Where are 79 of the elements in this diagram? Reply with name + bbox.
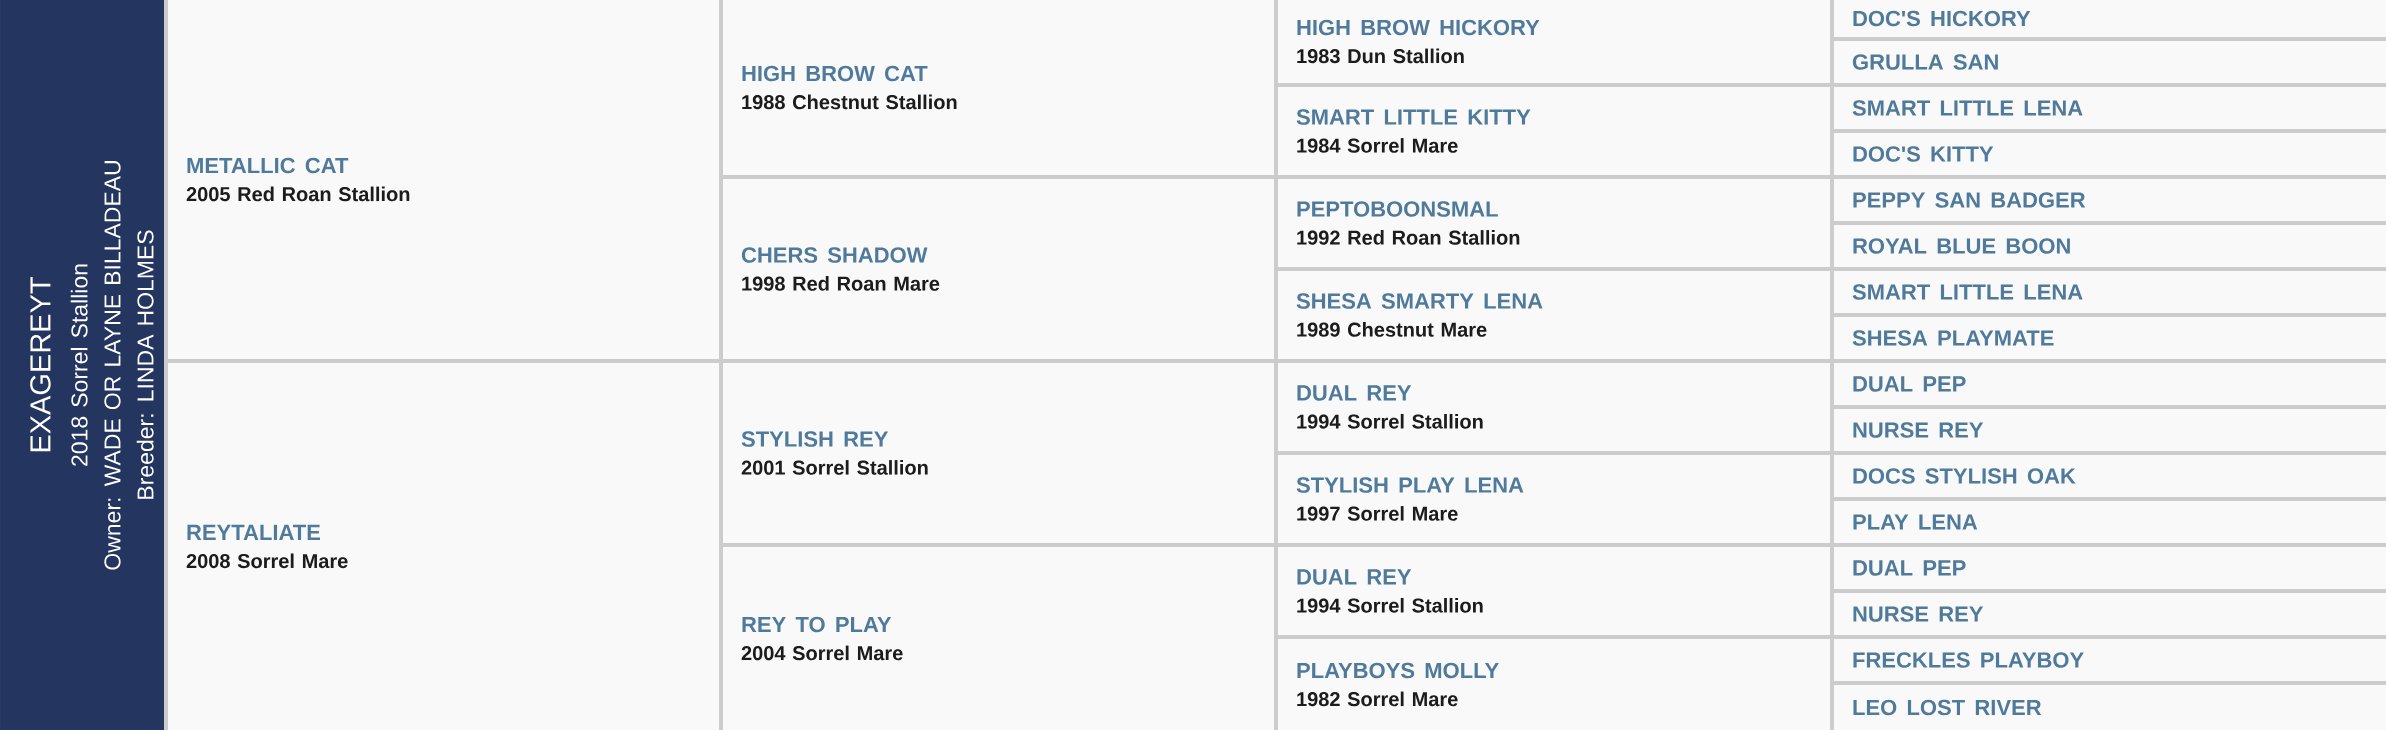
pedigree-cell (1834, 133, 2386, 175)
horse-details: 1994 Sorrel Stallion (1297, 413, 1483, 429)
horse-name: SHESA PLAYMATE (1852, 330, 2054, 346)
horse-name: SMART LITTLE LENA (1852, 100, 2083, 116)
pedigree-cell (1834, 685, 2386, 730)
pedigree-cell (1834, 225, 2386, 267)
horse-name: HIGH BROW HICKORY (1297, 19, 1540, 36)
pedigree-cell (168, 0, 719, 359)
horse-name: NURSE REY (1853, 422, 1984, 438)
horse-details: 1998 Red Roan Mare (742, 276, 940, 291)
horse-name: LEO LOST RIVER (1853, 699, 2042, 716)
horse-details: 1982 Sorrel Mare (1297, 691, 1458, 707)
pedigree-cell (1834, 455, 2386, 497)
horse-name: DUAL PEP (1853, 376, 1966, 392)
pedigree-cell (1278, 87, 1830, 175)
horse-name: SHESA SMARTY LENA (1296, 293, 1543, 309)
pedigree-cell (1834, 409, 2386, 451)
horse-name: STYLISH REY (741, 431, 889, 447)
pedigree-cell (723, 363, 1274, 543)
pedigree-cell (1278, 179, 1830, 267)
horse-details: 2004 Sorrel Mare (741, 645, 903, 661)
horse-name: NURSE REY (1853, 606, 1984, 622)
pedigree-cell (1834, 179, 2386, 221)
pedigree-cell (723, 0, 1274, 175)
pedigree-cell (1834, 547, 2386, 589)
horse-name: PLAY LENA (1853, 514, 1978, 530)
horse-details: 1992 Red Roan Stallion (1297, 230, 1520, 245)
pedigree-cell (723, 179, 1274, 359)
pedigree-cell (723, 547, 1274, 730)
horse-name: EXAGEREYT (30, 277, 51, 452)
pedigree-cell (1278, 363, 1830, 451)
horse-name: PEPPY SAN BADGER (1853, 192, 2086, 208)
subject-panel (0, 0, 164, 730)
pedigree-cell (1278, 0, 1830, 83)
horse-name: DOC'S HICKORY (1853, 10, 2031, 27)
horse-details: 2018 Sorrel Stallion (70, 264, 88, 466)
pedigree-cell (1834, 87, 2386, 129)
horse-name: DOCS STYLISH OAK (1853, 468, 2076, 484)
horse-details: 1994 Sorrel Stallion (1297, 597, 1483, 613)
pedigree-cell (1834, 593, 2386, 635)
horse-name: METALLIC CAT (187, 157, 349, 174)
horse-name: STYLISH PLAY LENA (1296, 477, 1524, 493)
pedigree-cell (1278, 547, 1830, 635)
horse-name: DUAL PEP (1853, 560, 1966, 576)
horse-name: DOC'S KITTY (1853, 146, 1994, 162)
horse-name: PEPTOBOONSMAL (1297, 201, 1498, 217)
pedigree-cell (1834, 0, 2386, 37)
horse-name: REY TO PLAY (742, 616, 892, 633)
pedigree-cell (1834, 639, 2386, 681)
pedigree-cell (1278, 455, 1830, 543)
pedigree-cell (1834, 317, 2386, 359)
horse-details: Breeder: LINDA HOLMES (136, 230, 154, 499)
horse-name: GRULLA SAN (1852, 54, 1998, 70)
pedigree-cell (1278, 271, 1830, 359)
horse-name: REYTALIATE (187, 524, 320, 540)
horse-name: FRECKLES PLAYBOY (1853, 652, 2084, 668)
horse-details: 1984 Sorrel Mare (1297, 138, 1458, 153)
horse-details: 1997 Sorrel Mare (1297, 506, 1458, 521)
pedigree-cell (1278, 639, 1830, 730)
pedigree-cell (168, 363, 719, 730)
pedigree-cell (1834, 501, 2386, 543)
horse-details: 2005 Red Roan Stallion (186, 186, 410, 202)
horse-name: PLAYBOYS MOLLY (1297, 662, 1499, 679)
horse-name: SMART LITTLE LENA (1852, 284, 2083, 300)
horse-name: CHERS SHADOW (741, 247, 928, 263)
horse-name: DUAL REY (1297, 569, 1412, 585)
horse-details: 2008 Sorrel Mare (186, 553, 348, 569)
horse-details: Owner: WADE OR LAYNE BILLADEAU (104, 161, 121, 570)
horse-name: ROYAL BLUE BOON (1853, 238, 2070, 254)
horse-details: 1988 Chestnut Stallion (742, 94, 957, 110)
pedigree-cell (1834, 271, 2386, 313)
horse-name: DUAL REY (1297, 385, 1412, 401)
pedigree-cell (1834, 41, 2386, 83)
horse-details: 2001 Sorrel Stallion (741, 460, 928, 475)
pedigree-cell (1834, 363, 2386, 405)
horse-details: 1989 Chestnut Mare (1297, 322, 1487, 337)
horse-name: SMART LITTLE KITTY (1296, 109, 1531, 125)
horse-name: HIGH BROW CAT (742, 65, 928, 82)
horse-details: 1983 Dun Stallion (1297, 48, 1464, 64)
